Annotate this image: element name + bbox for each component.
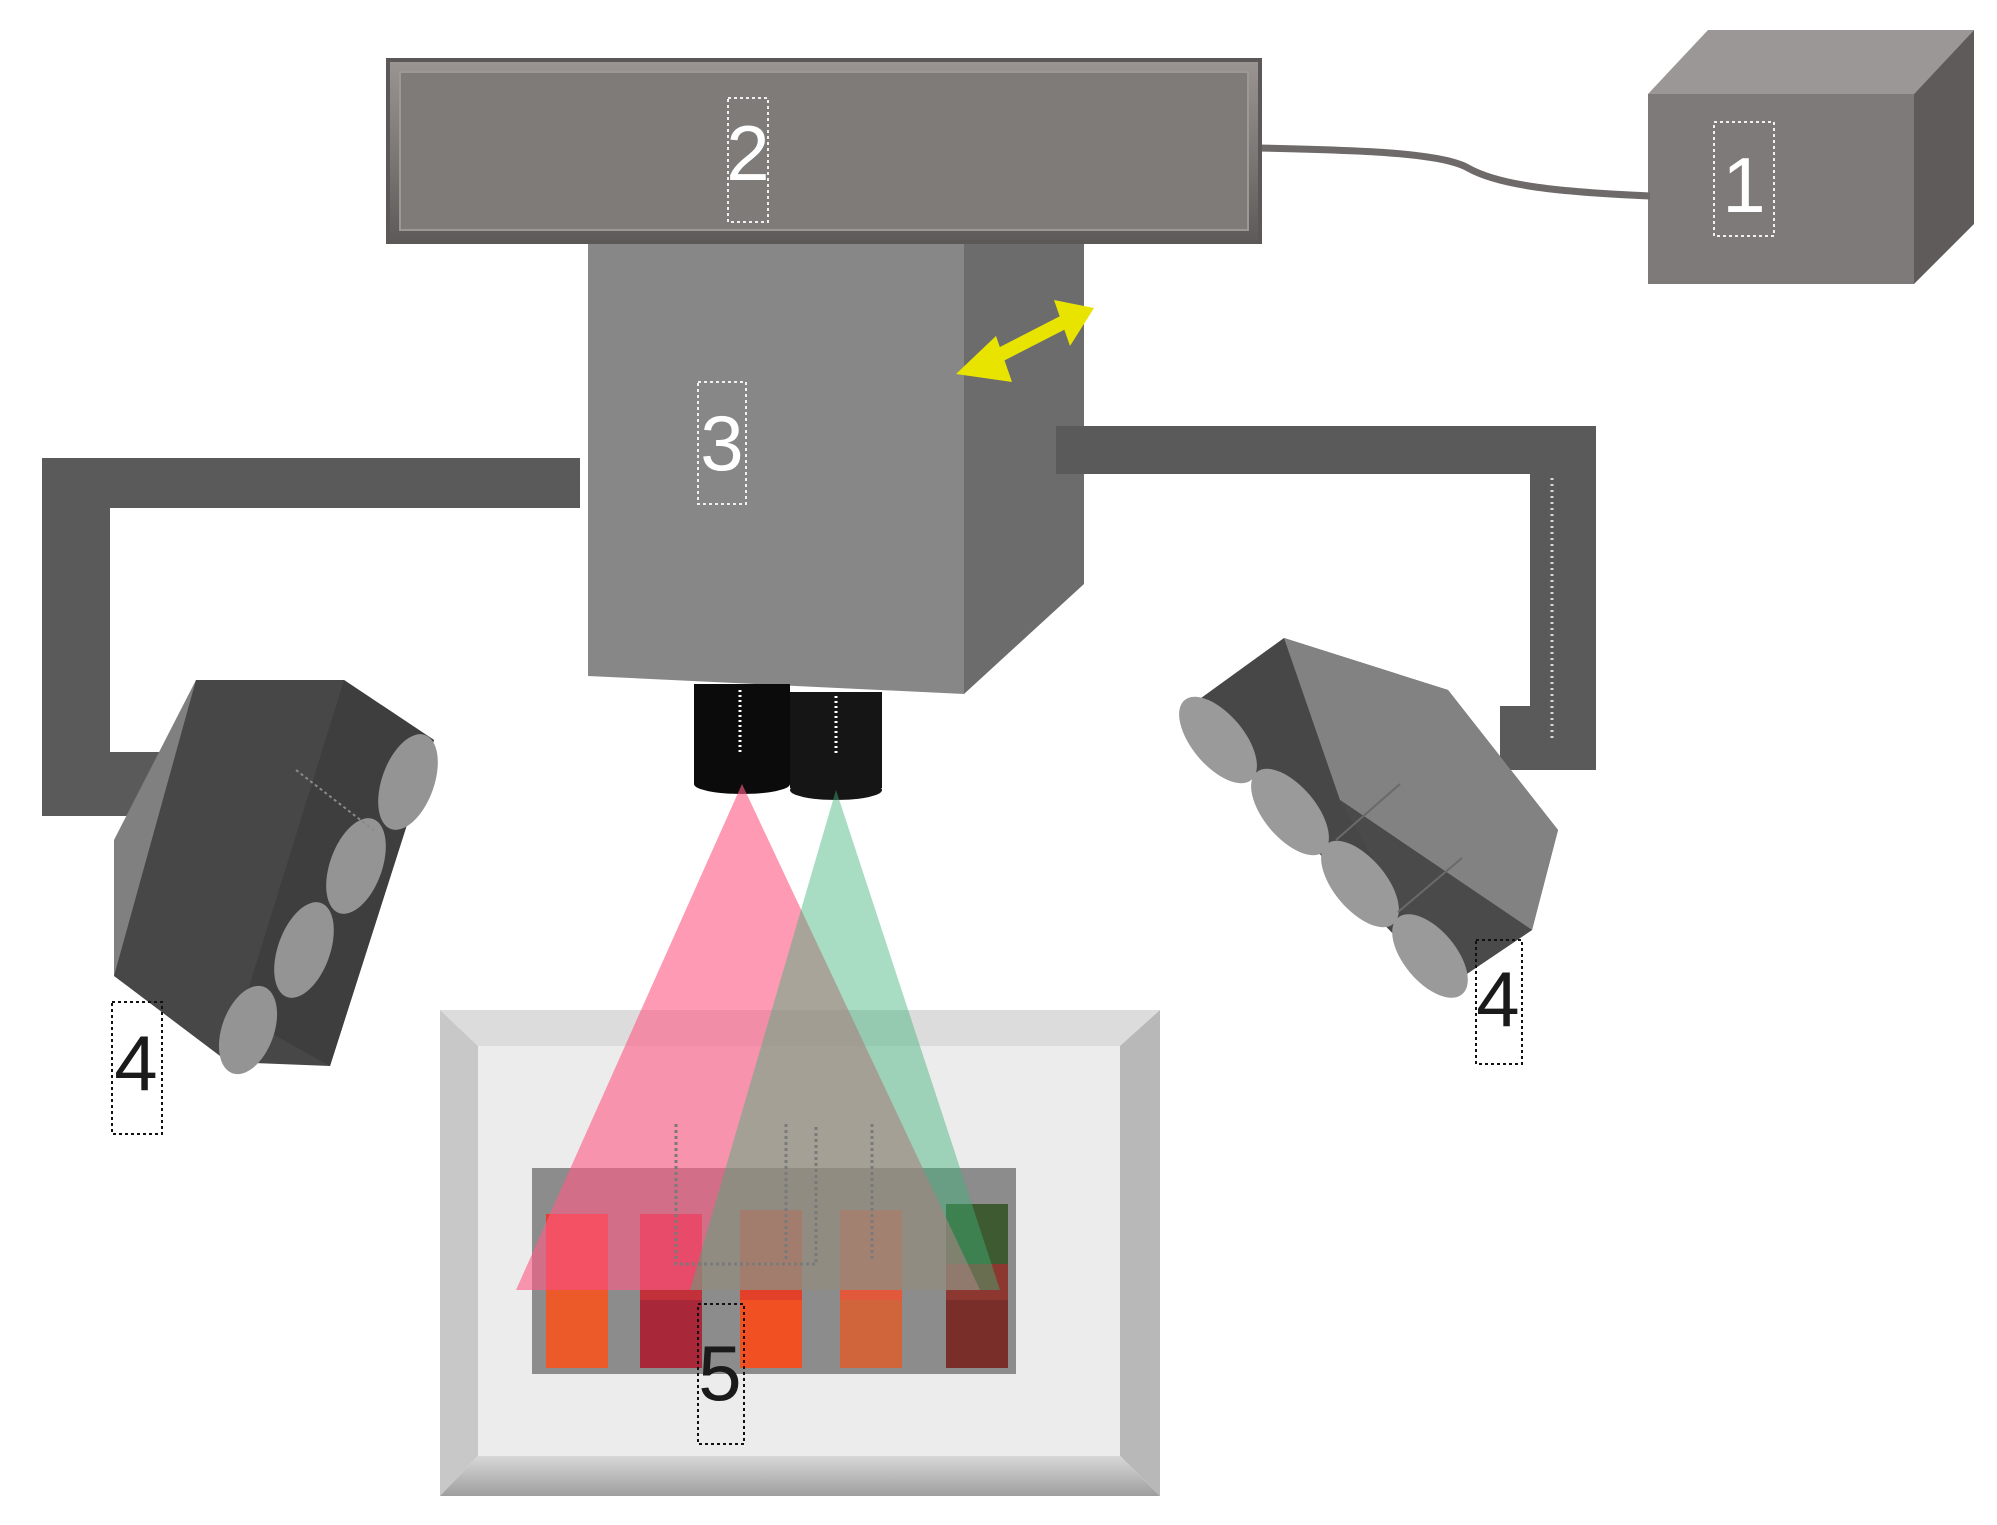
cable: [1257, 144, 1651, 200]
light-left-label: 4: [114, 1019, 157, 1107]
linear-stage-rail: 2: [386, 58, 1262, 244]
field-of-view-bracket: [674, 1124, 818, 1266]
camera-body-label: 3: [700, 399, 743, 487]
light-right-label: 4: [1476, 955, 1519, 1043]
camera-lens-right: [790, 692, 882, 800]
red-light-beam: [516, 784, 980, 1290]
camera-lens-left: [694, 684, 790, 794]
rail-label: 2: [726, 109, 769, 197]
green-light-beam: [690, 790, 1000, 1290]
right-mounting-arm: [1056, 426, 1596, 770]
light-source-left: 4: [111, 680, 438, 1135]
controller-label: 1: [1722, 141, 1765, 229]
controller-unit: 1: [1648, 30, 1974, 284]
sample-label: 5: [698, 1329, 741, 1417]
double-headed-arrow-icon: [956, 300, 1094, 382]
left-mounting-arm: [42, 458, 580, 816]
camera-housing: 3: [588, 244, 1084, 694]
light-source-right: 4: [1179, 638, 1558, 1065]
